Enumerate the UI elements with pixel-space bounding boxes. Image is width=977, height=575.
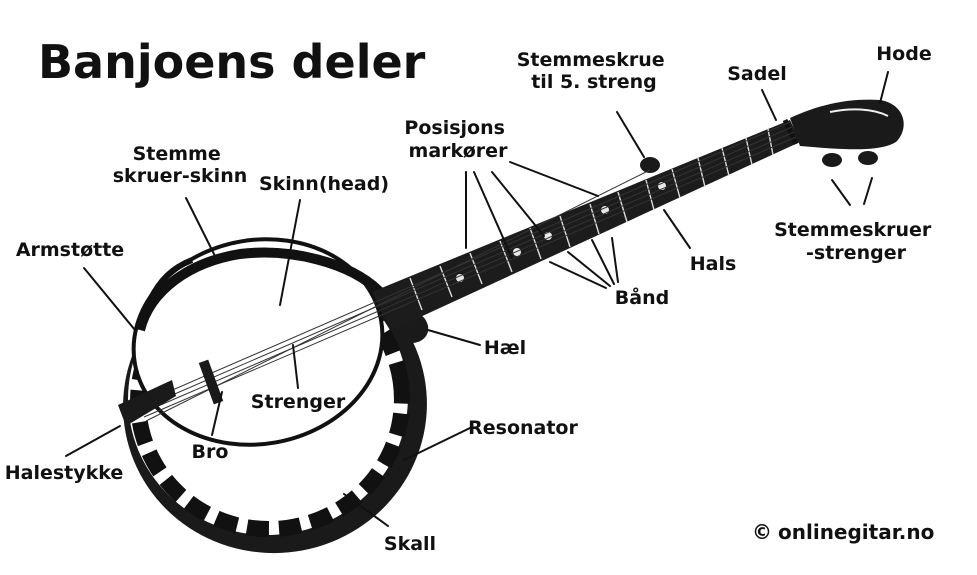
label-resonator: Resonator [468,417,578,439]
label-skinn-head: Skinn(head) [259,173,389,195]
armrest-shape [135,247,384,332]
label-hael: Hæl [484,337,526,359]
peghead-shape [790,99,904,150]
label-stemme-skruer-skinn: Stemme skruer-skinn [113,143,248,187]
label-armstotte: Armstøtte [16,239,124,261]
label-stemmeskrue-5: Stemmeskrue til 5. streng [517,49,672,93]
label-skall: Skall [384,533,436,555]
diagram-title: Banjoens deler [38,35,426,89]
label-strenger: Strenger [251,391,346,413]
fifth-string-tuner-shape [640,157,660,173]
label-stemmeskruer-strenger: Stemmeskruer -strenger [774,219,938,264]
leader-lines [65,71,889,527]
label-posisjons-markorer: Posisjons markører [404,117,511,162]
label-band: Bånd [615,285,669,309]
copyright: © onlinegitar.no [752,520,934,544]
copyright-site: onlinegitar.no [778,520,934,544]
copyright-symbol: © [752,520,772,544]
label-hode: Hode [876,43,931,65]
label-bro: Bro [192,441,229,463]
part-labels: Stemmeskrue til 5. streng Sadel Hode Pos… [5,43,938,555]
tailpiece-shape [118,380,176,426]
label-hals: Hals [690,253,737,275]
banjo-illustration [118,99,904,554]
strings-shape [137,121,797,422]
bridge-shape [198,359,224,405]
label-sadel: Sadel [727,63,787,85]
head-skin-shape [131,237,385,447]
label-halestykke: Halestykke [5,462,124,484]
